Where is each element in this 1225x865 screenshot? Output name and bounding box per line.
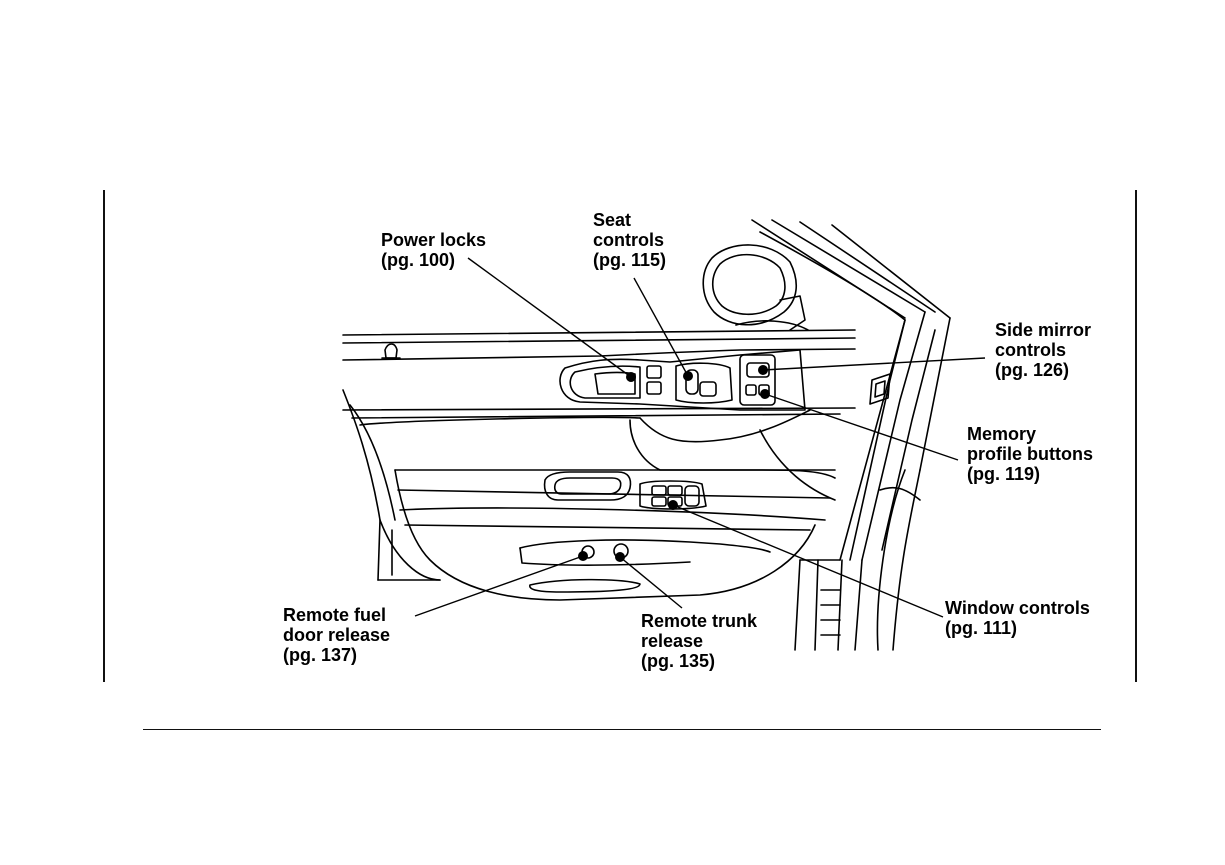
leader-remote-fuel [415,556,583,616]
seat-controls-label-1: Seat [593,210,666,230]
remote-fuel-label-1: Remote fuel [283,605,390,625]
remote-fuel-label-2: door release [283,625,390,645]
callout-power-locks: Power locks (pg. 100) [381,230,486,270]
remote-trunk-label-2: release [641,631,757,651]
callout-memory-profile: Memory profile buttons (pg. 119) [967,424,1093,484]
memory-profile-label-1: Memory [967,424,1093,444]
side-mirror-label-2: controls [995,340,1091,360]
side-mirror-page: (pg. 126) [995,360,1091,380]
callout-remote-trunk: Remote trunk release (pg. 135) [641,611,757,671]
callout-remote-fuel: Remote fuel door release (pg. 137) [283,605,390,665]
window-controls-label: Window controls [945,598,1090,618]
callout-side-mirror: Side mirror controls (pg. 126) [995,320,1091,380]
door-top-rail [343,330,855,360]
door-frame-lines [752,220,950,650]
seat-controls-label-2: controls [593,230,666,250]
leader-power-locks [468,258,631,377]
memory-profile-page: (pg. 119) [967,464,1093,484]
side-mirror-shape [703,245,808,330]
remote-fuel-page: (pg. 137) [283,645,390,665]
upper-switch-panel [560,350,805,410]
power-locks-page: (pg. 100) [381,250,486,270]
side-mirror-label-1: Side mirror [995,320,1091,340]
callout-seat-controls: Seat controls (pg. 115) [593,210,666,270]
callout-window-controls: Window controls (pg. 111) [945,598,1090,638]
remote-trunk-page: (pg. 135) [641,651,757,671]
seat-controls-page: (pg. 115) [593,250,666,270]
window-controls-page: (pg. 111) [945,618,1090,638]
power-locks-label: Power locks [381,230,486,250]
leader-lines [415,258,985,617]
door-body [343,390,855,600]
memory-profile-label-2: profile buttons [967,444,1093,464]
leader-side-mirror [763,358,985,370]
remote-trunk-label-1: Remote trunk [641,611,757,631]
